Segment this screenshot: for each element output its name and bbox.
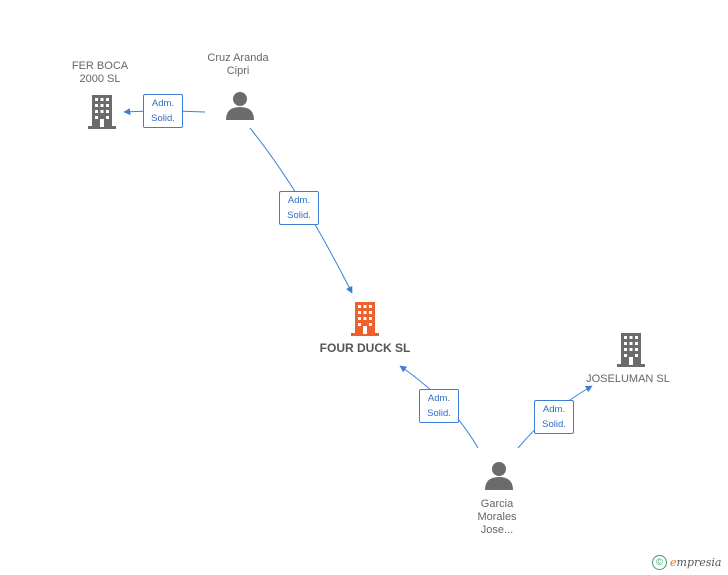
role-badge-adm-solid[interactable]: Adm. Solid. [143, 94, 183, 128]
node-cruz-aranda[interactable]: Cruz Aranda Cipri [196, 52, 280, 78]
node-label: JOSELUMAN SL [586, 373, 670, 385]
main-company-building-icon [351, 302, 379, 336]
node-garcia-morales[interactable]: Garcia Morales Jose... [457, 498, 537, 537]
node-joseluman[interactable]: JOSELUMAN SL [580, 373, 676, 386]
role-line-2: Solid. [542, 419, 566, 430]
person-icon [226, 92, 254, 120]
copyright-icon: © [652, 555, 667, 570]
brand-logo: empresia [670, 556, 722, 569]
role-line-1: Adm. [151, 98, 175, 109]
role-line-2: Solid. [151, 113, 175, 124]
node-label: FER BOCA 2000 SL [71, 60, 129, 85]
role-line-2: Solid. [287, 210, 311, 221]
role-line-2: Solid. [427, 408, 451, 419]
footer-brand: ©empresia [652, 555, 721, 570]
building-icon [617, 333, 645, 367]
person-icon [485, 462, 513, 490]
role-badge-adm-solid[interactable]: Adm. Solid. [534, 400, 574, 434]
building-icon [88, 95, 116, 129]
role-line-1: Adm. [542, 404, 566, 415]
node-label: Garcia Morales Jose... [477, 498, 517, 536]
node-label: Cruz Aranda Cipri [207, 52, 269, 77]
role-line-1: Adm. [427, 393, 451, 404]
role-badge-adm-solid[interactable]: Adm. Solid. [279, 191, 319, 225]
node-fer-boca[interactable]: FER BOCA 2000 SL [62, 60, 138, 86]
node-label: FOUR DUCK SL [319, 341, 411, 355]
role-line-1: Adm. [287, 195, 311, 206]
node-four-duck[interactable]: FOUR DUCK SL [305, 342, 425, 355]
role-badge-adm-solid[interactable]: Adm. Solid. [419, 389, 459, 423]
